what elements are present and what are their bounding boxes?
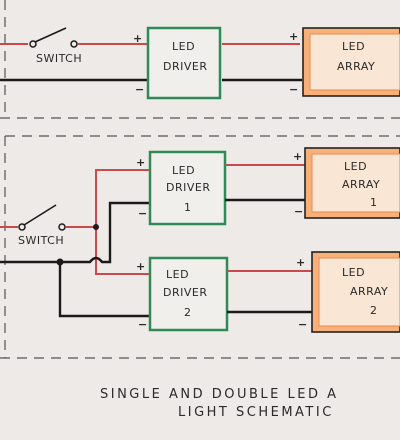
array1-line2: ARRAY <box>342 178 380 191</box>
array2-number: 2 <box>370 304 378 317</box>
driver1-line2: DRIVER <box>166 181 210 194</box>
top-driver-in-minus: − <box>135 83 145 96</box>
top-switch-contact-left <box>29 40 37 48</box>
driver2-in-plus: + <box>136 260 146 273</box>
led-array-1-inner <box>311 153 400 213</box>
top-driver-line2: DRIVER <box>163 60 207 73</box>
bottom-black-input-wire <box>0 201 150 264</box>
driver2-line2: DRIVER <box>163 286 207 299</box>
driver2-number: 2 <box>184 306 192 319</box>
array2-line2: ARRAY <box>350 285 388 298</box>
array1-number: 1 <box>370 196 378 209</box>
top-array-line1: LED <box>342 40 365 53</box>
red-junction-dot <box>93 224 99 230</box>
bottom-switch-lever <box>23 204 57 226</box>
array1-in-minus: − <box>294 205 304 218</box>
top-driver-in-plus: + <box>133 32 143 45</box>
top-switch-lever <box>34 27 67 43</box>
array2-line1: LED <box>342 266 365 279</box>
array2-in-plus: + <box>296 256 306 269</box>
driver1-line1: LED <box>172 164 195 177</box>
array2-in-minus: − <box>298 318 308 331</box>
caption-line-1: SINGLE AND DOUBLE LED A <box>100 387 339 402</box>
driver2-in-minus: − <box>138 318 148 331</box>
driver2-line1: LED <box>166 268 189 281</box>
bottom-switch-contact-right <box>58 223 66 231</box>
driver1-in-minus: − <box>138 207 148 220</box>
bottom-section-frame <box>0 135 400 359</box>
top-switch-contact-right <box>70 40 78 48</box>
bottom-red-distribution <box>95 169 150 275</box>
top-array-in-plus: + <box>289 30 299 43</box>
array1-line1: LED <box>344 160 367 173</box>
top-driver-line1: LED <box>172 40 195 53</box>
bottom-switch-contact-left <box>18 223 26 231</box>
driver1-number: 1 <box>184 201 192 214</box>
led-driver-1-box <box>148 150 227 226</box>
bottom-black-to-driver2 <box>58 262 150 318</box>
led-array-2-inner <box>318 257 400 327</box>
caption-line-2: LIGHT SCHEMATIC <box>178 405 334 420</box>
driver1-in-plus: + <box>136 156 146 169</box>
array1-in-plus: + <box>293 150 303 163</box>
top-led-driver-box <box>146 26 222 100</box>
top-array-line2: ARRAY <box>337 60 375 73</box>
bottom-switch-label: SWITCH <box>18 234 64 247</box>
led-driver-2-box <box>148 256 229 332</box>
black-junction-dot <box>56 258 64 266</box>
top-led-array-inner <box>309 33 400 91</box>
top-array-in-minus: − <box>289 83 299 96</box>
top-section-frame <box>0 0 400 119</box>
top-switch-label: SWITCH <box>36 52 82 65</box>
